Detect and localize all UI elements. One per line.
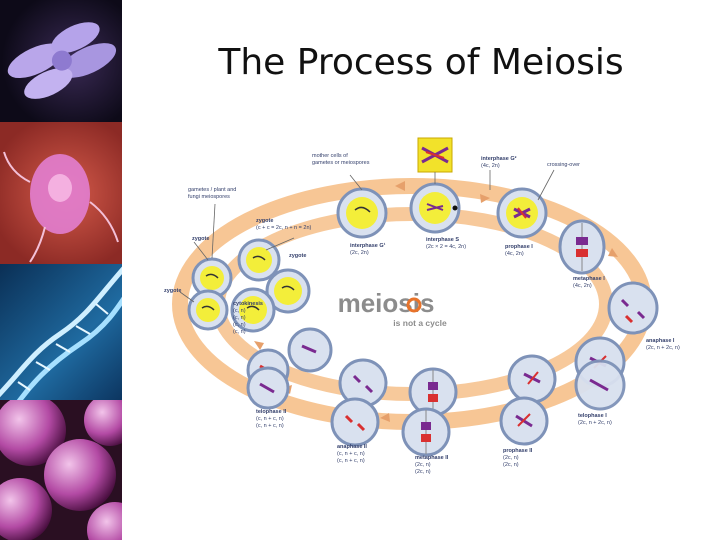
label-prophase-2-formula-2: (2c, n): [503, 462, 519, 468]
label-telophase-1-formula: (2c, n + 2c, n): [578, 420, 612, 426]
label-cytokinesis-formula-1: (c, n): [233, 308, 246, 314]
cell-zygote-3: [237, 238, 281, 282]
label-cytokinesis-formula-3: (c, n): [233, 322, 246, 328]
label-gametes-2: fungi meiospores: [188, 194, 230, 200]
label-interphase-g2-formula: (4c, 2n): [481, 163, 500, 169]
label-cytokinesis: cytokinesis: [233, 301, 263, 307]
cell-cytokinesis-2: [230, 287, 276, 333]
label-anaphase-2-formula-1: (c, n + c, n): [337, 451, 365, 457]
label-anaphase-2-formula-2: (c, n + c, n): [337, 458, 365, 464]
label-mother-cells-2: gametes or meiospores: [312, 160, 370, 166]
label-zygote-left2: zygote: [164, 288, 181, 294]
cell-metaphase-1: [558, 219, 606, 275]
label-prophase-2-formula-1: (2c, n): [503, 455, 519, 461]
logo-subtitle: is not a cycle: [393, 318, 447, 328]
label-zygote-mid: zygote: [289, 253, 306, 259]
label-metaphase-2-formula-2: (2c, n): [415, 469, 431, 475]
leader-lines: [179, 169, 555, 303]
label-telophase-2-formula-2: (c, n + c, n): [256, 423, 284, 429]
label-zygote-formula: (c + c = 2c, n + n = 2n): [256, 225, 312, 231]
label-zygote-top: zygote: [256, 218, 273, 224]
label-crossing-over: crossing-over: [547, 162, 580, 168]
label-anaphase-2: anaphase II: [337, 444, 367, 450]
cell-cytokinesis-1: [265, 268, 311, 314]
label-interphase-g1-formula: (2c, 2n): [350, 250, 369, 256]
cell-telophase-2a: [287, 327, 333, 373]
label-telophase-2-formula-1: (c, n + c, n): [256, 416, 284, 422]
label-cytokinesis-formula-4: (c, n): [233, 329, 246, 335]
label-metaphase-1: metaphase I: [573, 276, 605, 282]
cell-anaphase-1a: [607, 281, 659, 335]
label-prophase-1-formula: (4c, 2n): [505, 251, 524, 257]
cell-metaphase-2a: [408, 367, 458, 417]
image-strip: [0, 0, 122, 540]
spheres-image: [0, 400, 122, 540]
label-metaphase-2-formula-1: (2c, n): [415, 462, 431, 468]
cell-prophase-1: [496, 187, 548, 239]
label-mother-cells-1: mother cells of: [312, 153, 348, 159]
label-interphase-g1: interphase G¹: [350, 242, 386, 249]
cell-anaphase-1c: [574, 359, 626, 411]
meiosis-diagram: meiosis is not a cycle mother cells of g…: [164, 137, 680, 475]
label-anaphase-1: anaphase I: [646, 338, 675, 344]
label-telophase-1: telophase I: [578, 413, 607, 419]
label-zygote-left1: zygote: [192, 236, 209, 242]
label-interphase-g2: interphase G²: [481, 155, 517, 162]
cell-image: [0, 122, 122, 264]
slide-title: The Process of Meiosis: [218, 42, 624, 83]
cell-interphase-g1: [336, 187, 388, 239]
label-anaphase-1-formula: (2c, n + 2c, n): [646, 345, 680, 351]
label-cytokinesis-formula-2: (c, n): [233, 315, 246, 321]
cell-interphase-s: [409, 182, 461, 234]
dna-helix-image: [0, 264, 122, 400]
chromosome-image: [0, 0, 122, 122]
cell-metaphase-2b: [401, 407, 451, 457]
label-gametes-1: gametes / plant and: [188, 187, 236, 193]
cell-anaphase-2b: [330, 397, 380, 447]
label-prophase-1: prophase I: [505, 244, 533, 250]
cell-zygote-2: [187, 289, 229, 331]
label-metaphase-2: metaphase II: [415, 455, 449, 461]
cell-prophase-2a: [507, 354, 557, 404]
label-metaphase-1-formula: (4c, 2n): [573, 283, 592, 289]
label-prophase-2: prophase II: [503, 448, 533, 454]
label-telophase-2: telophase II: [256, 409, 287, 415]
label-interphase-s: interphase S: [426, 237, 459, 243]
label-interphase-s-formula: (2c × 2 = 4c, 2n): [426, 244, 466, 250]
logo-o-accent: [406, 297, 422, 313]
cell-telophase-2c: [246, 366, 290, 410]
cell-prophase-2b: [499, 396, 549, 446]
